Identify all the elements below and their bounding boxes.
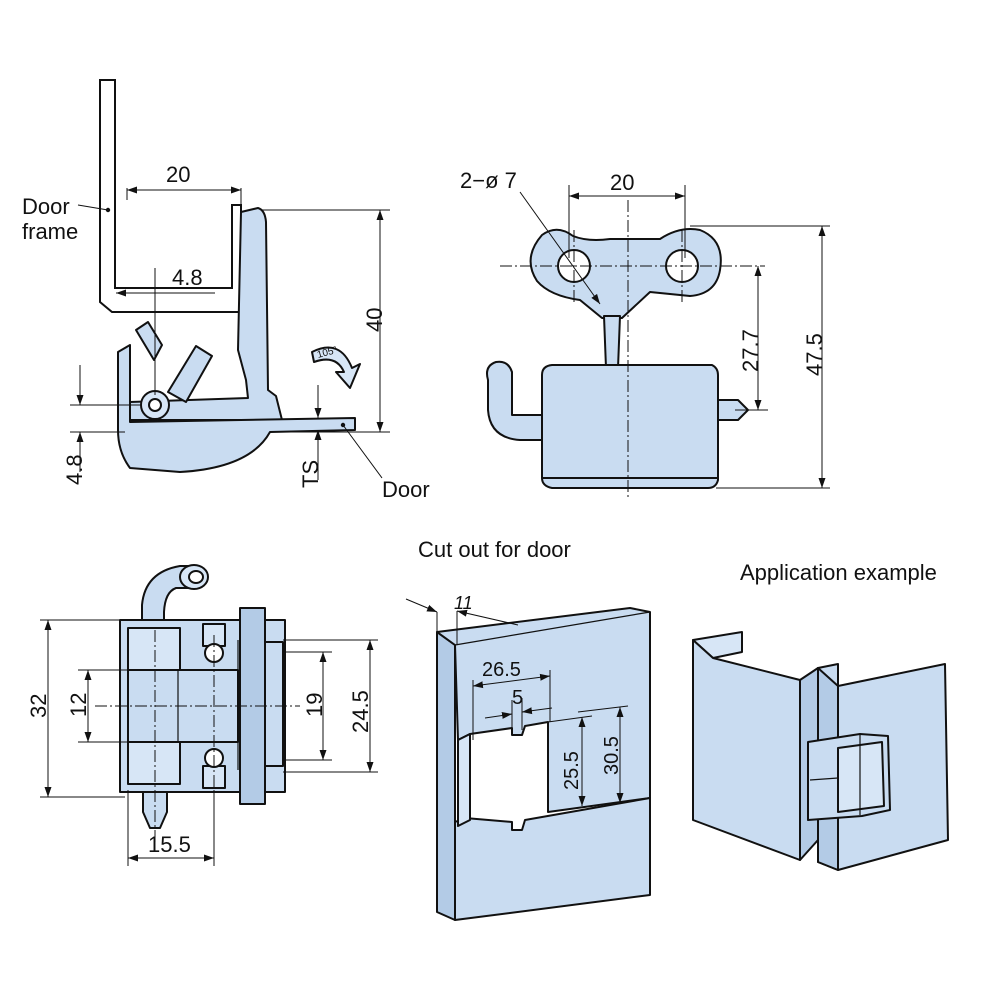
dim-thickness: TS bbox=[298, 460, 323, 488]
cutout-inner-top bbox=[457, 733, 471, 827]
label-door-frame-line1: Door bbox=[22, 194, 70, 219]
door-panel-lower bbox=[454, 797, 651, 921]
dim-overall-height-bottom: 32 bbox=[26, 694, 51, 718]
dim-inner-height: 12 bbox=[66, 693, 91, 717]
dim-overall-height: 47.5 bbox=[802, 333, 827, 376]
dim-width-bottom: 15.5 bbox=[148, 832, 191, 857]
front-view: 2−ø 7 20 27.7 47.5 bbox=[460, 168, 830, 500]
side-view: 20 4.8 40 4.8 TS 105° Door frame Door bbox=[22, 79, 430, 502]
latch-housing bbox=[541, 364, 719, 489]
dim-pitch: 20 bbox=[610, 170, 634, 195]
latch-mounted-face bbox=[837, 741, 885, 813]
dim-offset: 4.8 bbox=[172, 265, 203, 290]
latch-handle bbox=[167, 345, 213, 403]
dim-cut-width: 26.5 bbox=[482, 659, 521, 681]
hook bbox=[486, 360, 546, 441]
hook-end-hole bbox=[188, 570, 204, 584]
dim-notch: 5 bbox=[512, 687, 523, 709]
dim-height: 40 bbox=[362, 308, 387, 332]
cutout-view: Cut out for door 11 26.5 5 25.5 30.5 bbox=[405, 537, 651, 921]
frame-panel bbox=[692, 639, 801, 861]
label-door-frame-line2: frame bbox=[22, 219, 78, 244]
application-title: Application example bbox=[740, 560, 937, 585]
door-edge-side bbox=[436, 631, 456, 921]
dim-angle: 105° bbox=[316, 345, 339, 361]
dim-cut-height: 25.5 bbox=[561, 751, 583, 790]
latch-body bbox=[129, 207, 283, 421]
top-view: 32 12 19 24.5 15.5 bbox=[26, 564, 378, 866]
latch-hook bbox=[135, 321, 163, 361]
dim-holes: 2−ø 7 bbox=[460, 168, 517, 193]
cutout-title: Cut out for door bbox=[418, 537, 571, 562]
neck bbox=[603, 315, 621, 369]
dim-width: 20 bbox=[166, 162, 190, 187]
application-view: Application example bbox=[692, 560, 949, 871]
dim-hole-height: 27.7 bbox=[738, 329, 763, 372]
flange-tab bbox=[264, 641, 284, 767]
label-door: Door bbox=[382, 477, 430, 502]
dim-flange-height: 24.5 bbox=[348, 690, 373, 733]
rotation-arrow bbox=[311, 346, 361, 389]
dim-slot-height: 19 bbox=[302, 693, 327, 717]
pivot-inner bbox=[148, 398, 162, 412]
dim-bottom-offset: 4.8 bbox=[62, 454, 87, 485]
dim-depth: 11 bbox=[454, 593, 473, 613]
dim-total-height: 30.5 bbox=[601, 736, 623, 775]
door-frame bbox=[99, 79, 242, 313]
